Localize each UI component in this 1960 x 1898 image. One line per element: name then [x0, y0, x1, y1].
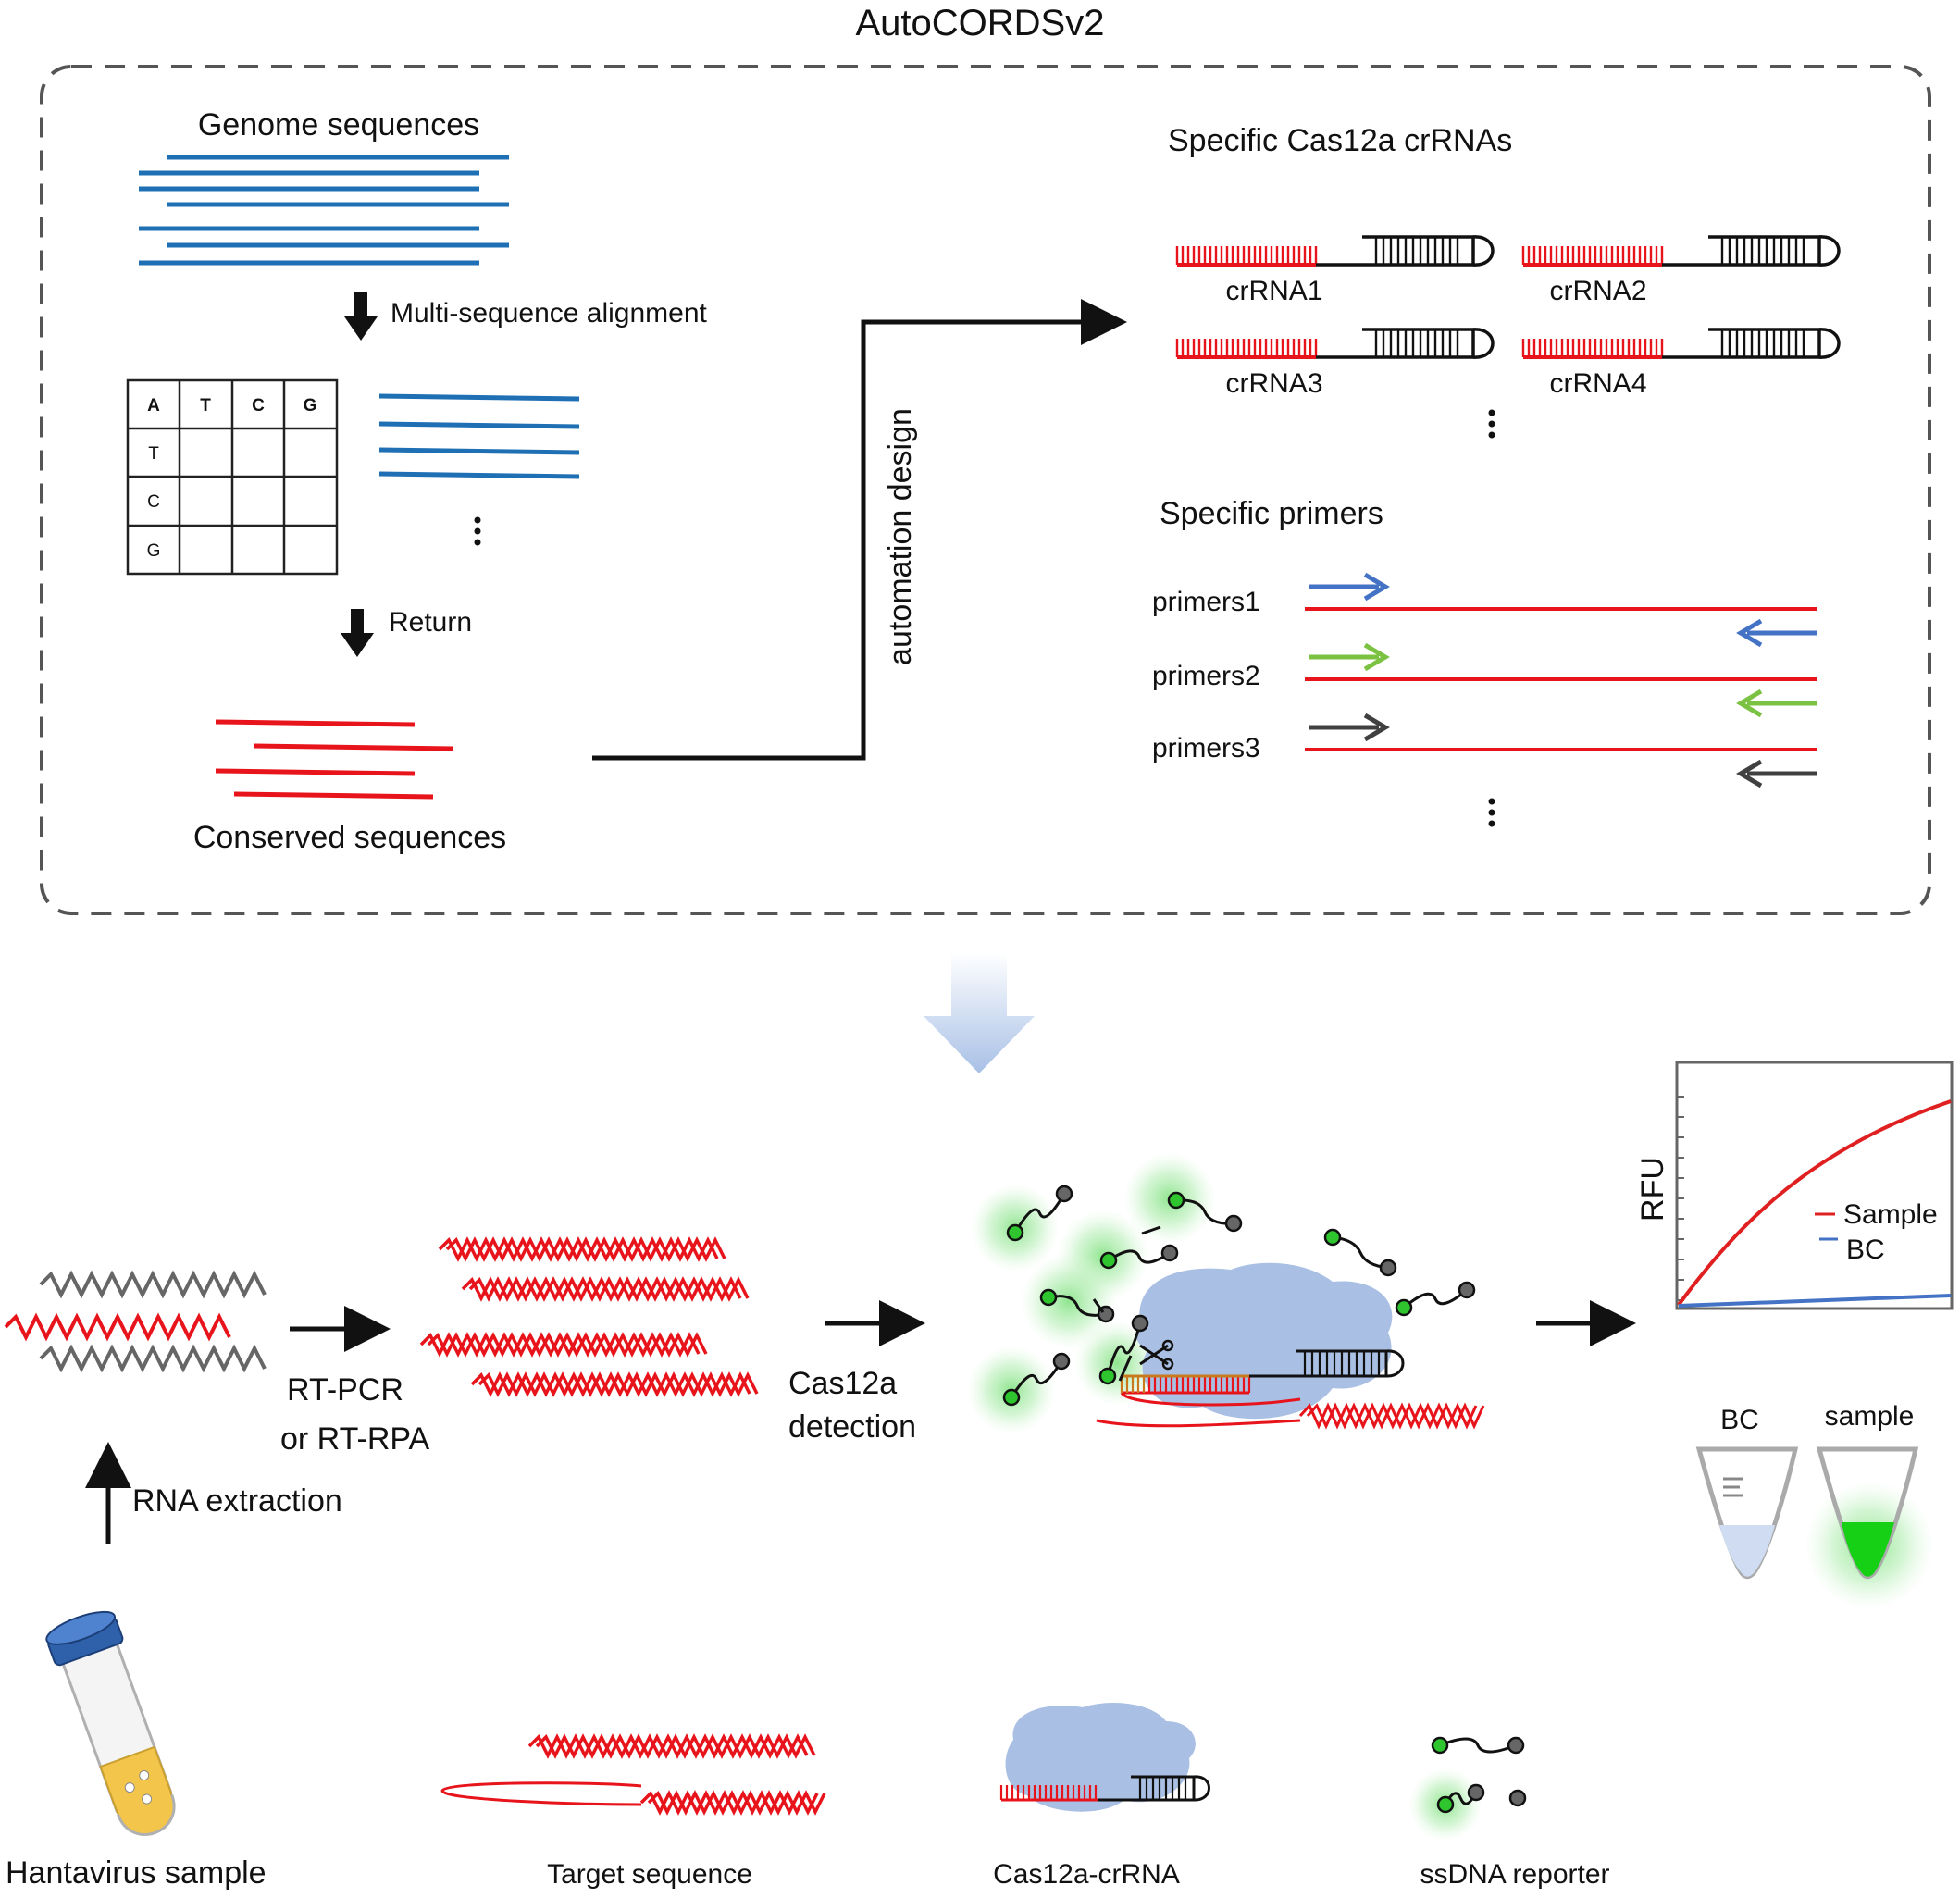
- rfu-plot: [1675, 1061, 1954, 1310]
- rt-label-1: RT-PCR: [287, 1372, 403, 1408]
- amplicon-4: [470, 1371, 759, 1397]
- target-dsdna: [1298, 1402, 1478, 1430]
- tube-label-sample: sample: [1825, 1401, 1915, 1432]
- grid-header-t: T: [200, 396, 211, 416]
- red-rna: [4, 1312, 231, 1342]
- tube-bc: [1695, 1446, 1799, 1580]
- legend-target-icon: [440, 1733, 826, 1816]
- crrna-4: [1521, 328, 1841, 359]
- detection-scene: [967, 1152, 1485, 1434]
- cleaved-linker-2: [1141, 1225, 1161, 1235]
- hantavirus-tube-icon: [45, 1610, 176, 1836]
- crrna-label-4: crRNA4: [1549, 368, 1646, 399]
- primer-group: [1305, 572, 1817, 788]
- primer-label-2: primers2: [1152, 661, 1260, 691]
- crrna-label-3: crRNA3: [1225, 368, 1322, 399]
- primer-ellipsis: [1488, 798, 1495, 827]
- conserved-lines: [215, 719, 454, 800]
- genome-lines: [139, 155, 509, 266]
- legend-cas-icon: [999, 1703, 1210, 1812]
- grid-row-t: T: [148, 444, 159, 464]
- msa-arrow: [344, 292, 378, 341]
- plot-legend-bc: BC: [1846, 1234, 1885, 1265]
- primer-label-3: primers3: [1152, 733, 1260, 763]
- ssdna-reporter-5: [1395, 1281, 1476, 1317]
- legend-cas-label: Cas12a-crRNA: [993, 1859, 1180, 1890]
- grid-header-c: C: [252, 396, 265, 416]
- tube-label-bc: BC: [1720, 1405, 1759, 1435]
- amplicon-1: [438, 1236, 726, 1262]
- ssdna-reporter-4: [1323, 1228, 1397, 1277]
- grid-row-c: C: [147, 492, 160, 512]
- ssdna-reporter-8: [1098, 1314, 1149, 1385]
- ssdna-reporter-2: [1167, 1191, 1243, 1233]
- crrna-3: [1175, 328, 1495, 359]
- primer-label-1: primers1: [1152, 587, 1260, 617]
- gray-rna-1: [39, 1270, 267, 1299]
- plot-ylabel: RFU: [1635, 1157, 1670, 1222]
- grid-header-g: G: [304, 396, 317, 416]
- crrna-title: Specific Cas12a crRNAs: [1168, 123, 1512, 158]
- cas-label-1: Cas12a: [788, 1366, 897, 1401]
- ssdna-reporter-7: [1002, 1352, 1071, 1407]
- crrna-label-2: crRNA2: [1549, 276, 1646, 306]
- automation-label: automation design: [883, 408, 918, 665]
- sample-rna-waves: [4, 1270, 267, 1373]
- legend-reporter-intact: [1431, 1736, 1525, 1755]
- rna-extraction-label: RNA extraction: [132, 1483, 342, 1519]
- transition-arrow: [924, 953, 1035, 1073]
- cas-label-2: detection: [788, 1409, 916, 1445]
- rt-label-2: or RT-RPA: [280, 1421, 430, 1457]
- alignment-grid: [126, 378, 339, 576]
- crrna-1: [1175, 235, 1495, 267]
- genome-label: Genome sequences: [198, 107, 479, 143]
- legend-reporter-cleaved: [1436, 1783, 1485, 1814]
- aligned-lines: [378, 393, 580, 479]
- crrna-label-1: crRNA1: [1225, 276, 1322, 306]
- legend-reporter-label: ssDNA reporter: [1420, 1859, 1609, 1890]
- crrna-group: [1175, 235, 1841, 359]
- sample-curve: [1677, 1099, 1952, 1307]
- tube-sample: [1805, 1446, 1934, 1610]
- cleaved-linker-3: [1118, 1355, 1133, 1382]
- target-strand-loop: [1120, 1391, 1301, 1407]
- return-arrow: [341, 609, 374, 657]
- automation-connector: [592, 299, 1127, 761]
- cleaved-linker-1: [1092, 1298, 1105, 1313]
- amplicon-waves: [419, 1236, 759, 1397]
- bc-curve: [1678, 1294, 1952, 1308]
- crrna-2: [1521, 235, 1841, 267]
- design-box: [40, 65, 1931, 915]
- legend-sample-label: Hantavirus sample: [6, 1855, 267, 1891]
- legend-target-label: Target sequence: [547, 1859, 752, 1890]
- aligned-ellipsis: [474, 516, 481, 546]
- ssdna-reporter-6: [1039, 1288, 1115, 1323]
- grid-header-a: A: [147, 396, 160, 416]
- legend-reporter-icon: [1408, 1736, 1527, 1842]
- gray-rna-2: [39, 1344, 267, 1373]
- plot-legend-sample: Sample: [1843, 1199, 1938, 1230]
- scissors-icon: [1139, 1339, 1174, 1371]
- complex-crrna: [1120, 1349, 1405, 1395]
- fluorescence-glow-4: [1021, 1253, 1117, 1349]
- ssdna-reporter-3: [1099, 1244, 1179, 1270]
- crrna-ellipsis: [1488, 409, 1495, 439]
- cas12a-protein: [1135, 1262, 1393, 1420]
- ssdna-reporter-1: [1006, 1185, 1073, 1242]
- grid-row-g: G: [147, 541, 161, 561]
- amplicon-2: [461, 1276, 750, 1302]
- msa-label: Multi-sequence alignment: [391, 298, 708, 329]
- primers-title: Specific primers: [1160, 496, 1383, 531]
- conserved-label: Conserved sequences: [193, 820, 506, 855]
- return-label: Return: [389, 607, 472, 638]
- diagram-title: AutoCORDSv2: [856, 3, 1105, 43]
- amplicon-3: [419, 1332, 708, 1358]
